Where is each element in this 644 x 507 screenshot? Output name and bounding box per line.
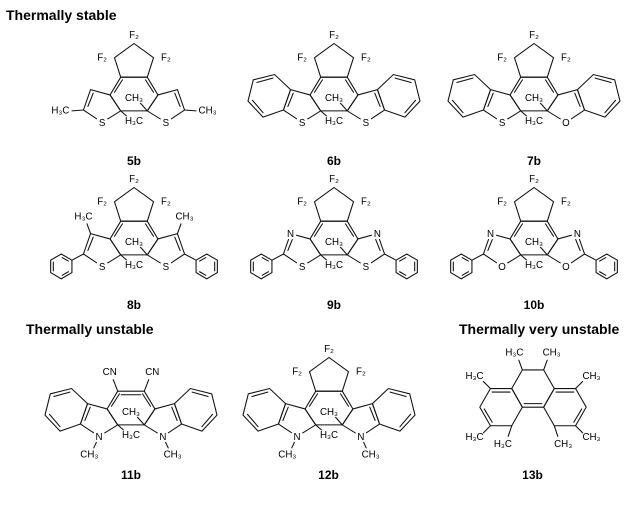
methyl-label: CH₃ (542, 348, 560, 359)
atom-bg (95, 116, 109, 129)
substituent-bonds (482, 359, 583, 437)
molecule-11b: CN CN N N CH₃ CH₃ 11b (26, 338, 236, 482)
molecule-label: 8b (126, 298, 141, 312)
molecule-label: 5b (126, 154, 141, 168)
nitrogen-label: N (159, 432, 166, 443)
ring-skeleton (478, 369, 587, 427)
molecule-10b: N N O O 10b (434, 168, 634, 312)
atom-bg (92, 430, 106, 443)
molecule-label: 9b (326, 298, 341, 312)
molecule-label: 10b (523, 298, 545, 312)
nitrogen-label: N (374, 229, 381, 240)
atom-bg (484, 227, 497, 240)
atom-bg (290, 430, 303, 443)
n-methyl-label: CH₃ (80, 450, 98, 461)
molecule-label: 12b (318, 468, 339, 482)
structure-12b: N N CH₃ CH₃ (241, 343, 416, 461)
structure-7b: S O (447, 29, 621, 129)
structure-8b: H₃C CH₃ S S (50, 173, 218, 280)
structure-9b: N N S S (250, 173, 418, 280)
sulfur-label: S (299, 262, 306, 273)
nitrogen-label: N (96, 432, 103, 443)
sulfur-label: S (99, 262, 106, 273)
n-methyl-label: CH₃ (361, 450, 379, 461)
nitrogen-label: N (487, 229, 494, 240)
molecule-8b: H₃C CH₃ S S 8b (34, 168, 234, 312)
substituent-bonds (93, 379, 169, 449)
molecule-13b: H₃C CH₃ H₃C CH₃ H₃C CH₃ H₃C CH₃ 13b (421, 338, 644, 482)
sulfur-label: S (99, 118, 106, 129)
methyl-label: CH₃ (199, 106, 217, 117)
heading-thermally-stable: Thermally stable (6, 7, 117, 23)
heading-thermally-very-unstable: Thermally very unstable (459, 321, 620, 337)
n-methyl-label: CH₃ (278, 450, 296, 461)
methyl-label: CH₃ (582, 371, 600, 382)
atom-bg (159, 260, 173, 273)
methyl-label: H₃C (493, 439, 511, 450)
cyano-label: CN (145, 367, 159, 378)
structure-10b: N N O O (450, 173, 618, 280)
methyl-label: CH₃ (582, 432, 600, 443)
atom-bg (559, 260, 573, 273)
oxygen-label: O (498, 262, 506, 273)
oxygen-label: O (562, 118, 570, 129)
sulfur-label: S (363, 118, 370, 129)
molecule-12b: N N CH₃ CH₃ 12b (236, 338, 421, 482)
sulfur-label: S (499, 118, 506, 129)
cyano-label: CN (103, 367, 117, 378)
methyl-label: H₃C (465, 371, 483, 382)
substituent-bonds (71, 109, 197, 112)
molecule-label: 11b (120, 468, 141, 482)
structure-5b: H₃C CH₃ S S (51, 29, 217, 129)
n-methyl-label: CH₃ (164, 450, 182, 461)
atom-bg (495, 260, 509, 273)
molecule-6b: S S 6b (234, 24, 434, 168)
atom-bg (495, 116, 509, 129)
atom-bg (95, 260, 109, 273)
nitrogen-label: N (357, 432, 364, 443)
sulfur-label: S (163, 118, 170, 129)
structure-6b: S S (247, 29, 421, 129)
atom-bg (559, 116, 573, 129)
atom-bg (359, 116, 373, 129)
nitrogen-label: N (293, 432, 300, 443)
molecule-9b: N N S S 9b (234, 168, 434, 312)
oxygen-label: O (562, 262, 570, 273)
molecule-7b: S O 7b (434, 24, 634, 168)
sulfur-label: S (299, 118, 306, 129)
molecule-5b: H₃C CH₃ S S 5b (34, 24, 234, 168)
methyl-label: H₃C (74, 211, 92, 222)
methyl-label: CH₃ (554, 439, 572, 450)
atom-bg (354, 430, 367, 443)
molecule-label: 13b (522, 468, 543, 482)
atom-bg (295, 260, 309, 273)
unstable-structures-grid: Thermally unstable Thermally very unstab… (6, 320, 644, 482)
stable-structures-grid: H₃C CH₃ S S 5b S S 6b (6, 24, 644, 312)
sulfur-label: S (163, 262, 170, 273)
atom-bg (284, 227, 297, 240)
methyl-label: H₃C (465, 432, 483, 443)
nitrogen-label: N (287, 229, 294, 240)
atom-bg (159, 116, 173, 129)
atom-bg (156, 430, 170, 443)
structure-11b: CN CN N N CH₃ CH₃ (44, 367, 218, 461)
methyl-label: CH₃ (176, 211, 194, 222)
atom-bg (571, 227, 584, 240)
atom-bg (295, 116, 309, 129)
methyl-label: H₃C (51, 106, 69, 117)
methyl-label: H₃C (505, 348, 523, 359)
substituent-bonds (86, 223, 182, 235)
structure-13b: H₃C CH₃ H₃C CH₃ H₃C CH₃ H₃C CH₃ (465, 348, 600, 450)
sulfur-label: S (363, 262, 370, 273)
molecule-label: 6b (326, 154, 341, 168)
molecule-label: 7b (526, 154, 541, 168)
nitrogen-label: N (574, 229, 581, 240)
atom-bg (371, 227, 384, 240)
atom-bg (359, 260, 373, 273)
heading-thermally-unstable: Thermally unstable (26, 321, 154, 337)
